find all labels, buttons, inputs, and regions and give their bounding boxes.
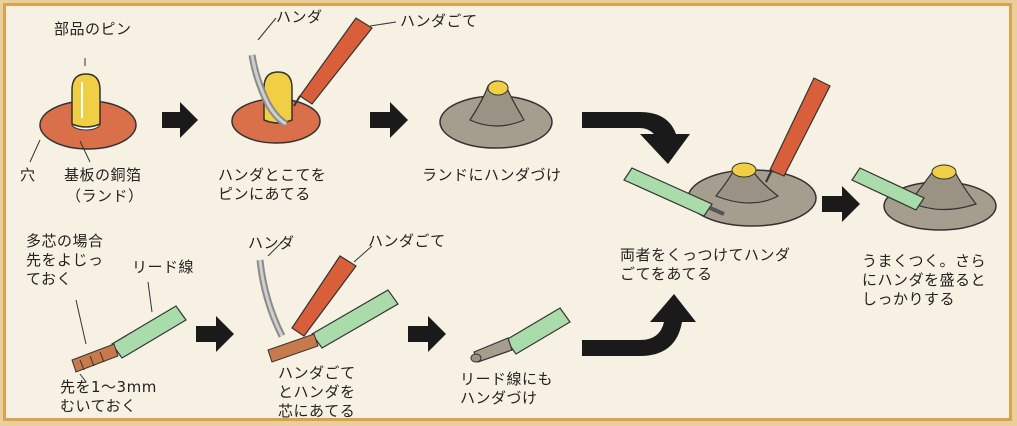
label-step-touch-core: ハンダごて とハンダを 芯にあてる bbox=[278, 364, 356, 420]
label-step-land-soldered: ランドにハンダづけ bbox=[422, 166, 562, 184]
arrow-right-icon bbox=[196, 316, 234, 352]
solder-and-iron-on-pin-figure bbox=[231, 17, 397, 144]
label-component-pin: 部品のピン bbox=[54, 20, 132, 38]
label-iron-bottom: ハンダごて bbox=[368, 232, 446, 250]
label-lead-wire: リード線 bbox=[132, 258, 195, 276]
label-step-finish: うまくつく。さら にハンダを盛ると しっかりする bbox=[862, 252, 987, 308]
arrow-right-icon bbox=[370, 102, 408, 138]
join-wire-and-land-figure bbox=[623, 77, 831, 227]
label-step-lead-soldered: リード線にも ハンダづけ bbox=[460, 370, 554, 407]
arrow-right-icon bbox=[408, 316, 446, 352]
tinned-lead-wire-figure bbox=[470, 307, 571, 363]
label-step-join: 両者をくっつけてハンダ ごてをあてる bbox=[620, 246, 791, 283]
label-copper-foil: 基板の銅箔 bbox=[64, 166, 142, 184]
curved-arrow-icon bbox=[582, 112, 690, 164]
label-land: （ランド） bbox=[66, 187, 144, 205]
stripped-lead-wire-figure bbox=[71, 281, 187, 383]
label-step-touch-pin: ハンダとこてを ピンにあてる bbox=[218, 166, 327, 203]
pin-on-land-figure bbox=[29, 58, 137, 163]
label-solder-top: ハンダ bbox=[276, 8, 323, 26]
label-iron-top: ハンダごて bbox=[400, 12, 478, 30]
curved-arrow-icon bbox=[582, 294, 696, 356]
label-solder-bottom: ハンダ bbox=[248, 234, 295, 252]
soldered-land-figure bbox=[439, 80, 553, 149]
label-multicore: 多芯の場合 先をよじっ ておく bbox=[26, 232, 104, 288]
label-strip: 先を1〜3mm むいておく bbox=[60, 378, 157, 415]
iron-and-solder-on-core-figure bbox=[256, 241, 399, 363]
arrow-right-icon bbox=[162, 102, 198, 138]
label-hole: 穴 bbox=[20, 166, 36, 184]
arrow-right-icon bbox=[822, 186, 860, 222]
finished-joint-figure bbox=[851, 164, 997, 231]
